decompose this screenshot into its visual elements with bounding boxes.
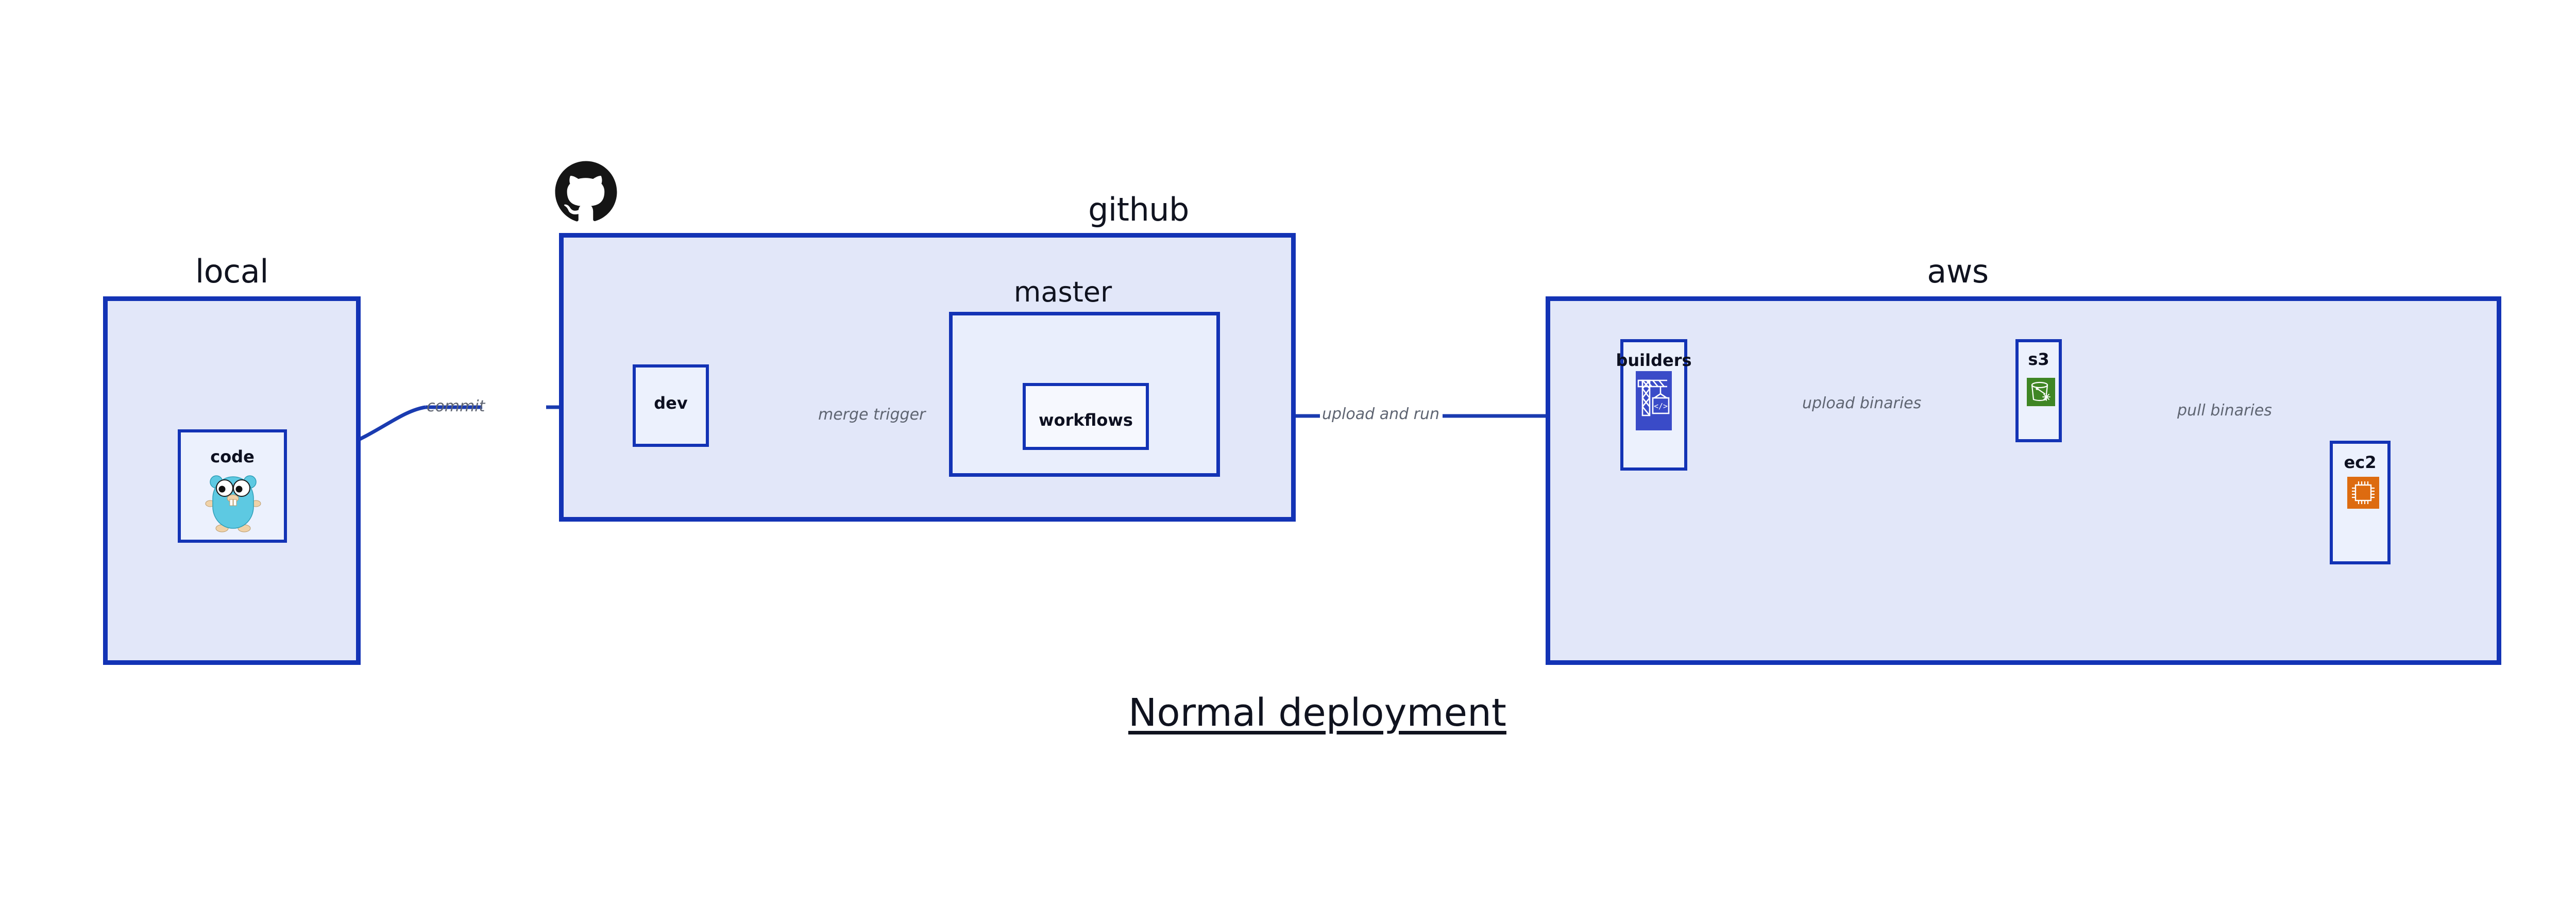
aws-ec2-chip-icon [2347, 477, 2379, 509]
edge-label-upload-binaries: upload binaries [1802, 394, 1922, 412]
node-dev[interactable] [633, 364, 709, 447]
node-label-dev: dev [654, 393, 688, 413]
aws-s3-bucket-icon [2027, 378, 2055, 406]
node-workflows[interactable] [1023, 383, 1149, 450]
node-label-code: code [210, 447, 255, 466]
node-label-s3: s3 [2028, 349, 2049, 369]
node-label-builders: builders [1616, 350, 1692, 370]
group-label-local: local [195, 253, 268, 290]
aws-builders-crane-icon: </> [1636, 371, 1672, 430]
node-label-ec2: ec2 [2344, 453, 2377, 472]
edge-label-commit: commit [427, 397, 485, 415]
edge-label-pull-binaries: pull binaries [2177, 402, 2272, 420]
edge-label-merge-trigger: merge trigger [818, 406, 926, 424]
go-gopher-icon [204, 466, 263, 533]
svg-text:</>: </> [1654, 402, 1668, 411]
group-label-master: master [1013, 276, 1112, 308]
group-label-aws: aws [1927, 253, 1989, 290]
edge-label-upload-and-run: upload and run [1322, 405, 1440, 423]
github-octocat-icon [554, 160, 618, 224]
page-title: Normal deployment [1128, 691, 1506, 735]
node-label-workflows: workflows [1039, 410, 1133, 430]
group-label-github: github [1088, 191, 1189, 228]
